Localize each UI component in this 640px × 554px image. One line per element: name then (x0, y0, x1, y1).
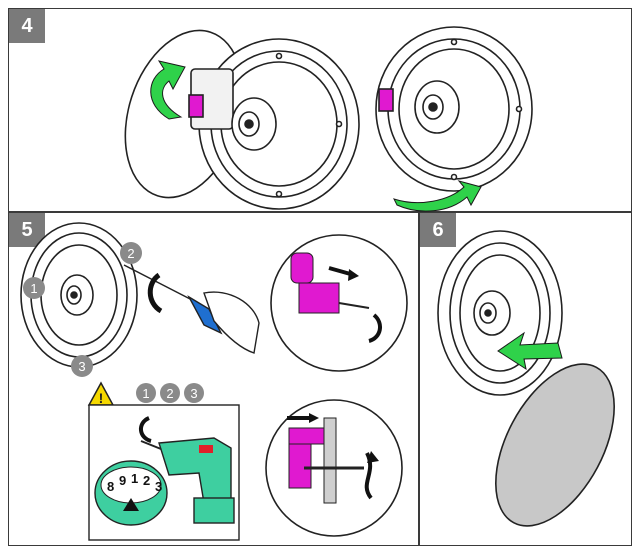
svg-text:1: 1 (131, 471, 138, 486)
svg-text:2: 2 (127, 246, 134, 261)
step-6-illustration (437, 230, 615, 527)
screwdriver-with-hand (123, 264, 260, 354)
speaker-with-tilted-grille (124, 29, 360, 210)
panel-step-4: 4 (8, 8, 632, 212)
step-4-illustration (124, 26, 533, 212)
drill-inset: 8 9 1 2 3 (88, 404, 240, 541)
badge-1: 1 (136, 383, 156, 403)
push-arrow-icon (497, 331, 563, 371)
rotate-arrow-icon (147, 272, 163, 314)
svg-text:3: 3 (155, 479, 162, 494)
step-number-4: 4 (9, 9, 45, 43)
rotate-arrow-icon-2 (393, 180, 482, 212)
svg-text:3: 3 (78, 359, 85, 374)
svg-text:1: 1 (142, 386, 149, 401)
badge-3: 3 (184, 383, 204, 403)
clamp-detail-inset (265, 399, 403, 537)
svg-text:9: 9 (119, 473, 126, 488)
warning-icon: ! (87, 381, 115, 406)
svg-text:2: 2 (166, 386, 173, 401)
callout-1: 1 (23, 277, 45, 299)
grille-cover (495, 363, 615, 527)
svg-text:8: 8 (107, 479, 114, 494)
rotate-arrow-icon (150, 60, 186, 120)
magenta-clip-2 (378, 88, 394, 112)
speaker-closed (375, 26, 533, 192)
panel-step-5: 5 1 2 3 (8, 212, 419, 546)
speaker-front (20, 222, 138, 368)
speaker-mounted (437, 230, 563, 396)
clip-detail-inset (270, 234, 408, 372)
svg-text:!: ! (99, 390, 104, 406)
panel-step-6: 6 (419, 212, 632, 546)
step-5-illustration: 1 2 3 ! 1 (20, 222, 408, 541)
callout-2: 2 (120, 242, 142, 264)
badge-2: 2 (160, 383, 180, 403)
step-number-6: 6 (420, 213, 456, 247)
svg-text:1: 1 (30, 281, 37, 296)
callout-3: 3 (71, 355, 93, 377)
svg-text:3: 3 (190, 386, 197, 401)
svg-text:2: 2 (143, 473, 150, 488)
magenta-clip (188, 94, 204, 118)
step-number-5: 5 (9, 213, 45, 247)
